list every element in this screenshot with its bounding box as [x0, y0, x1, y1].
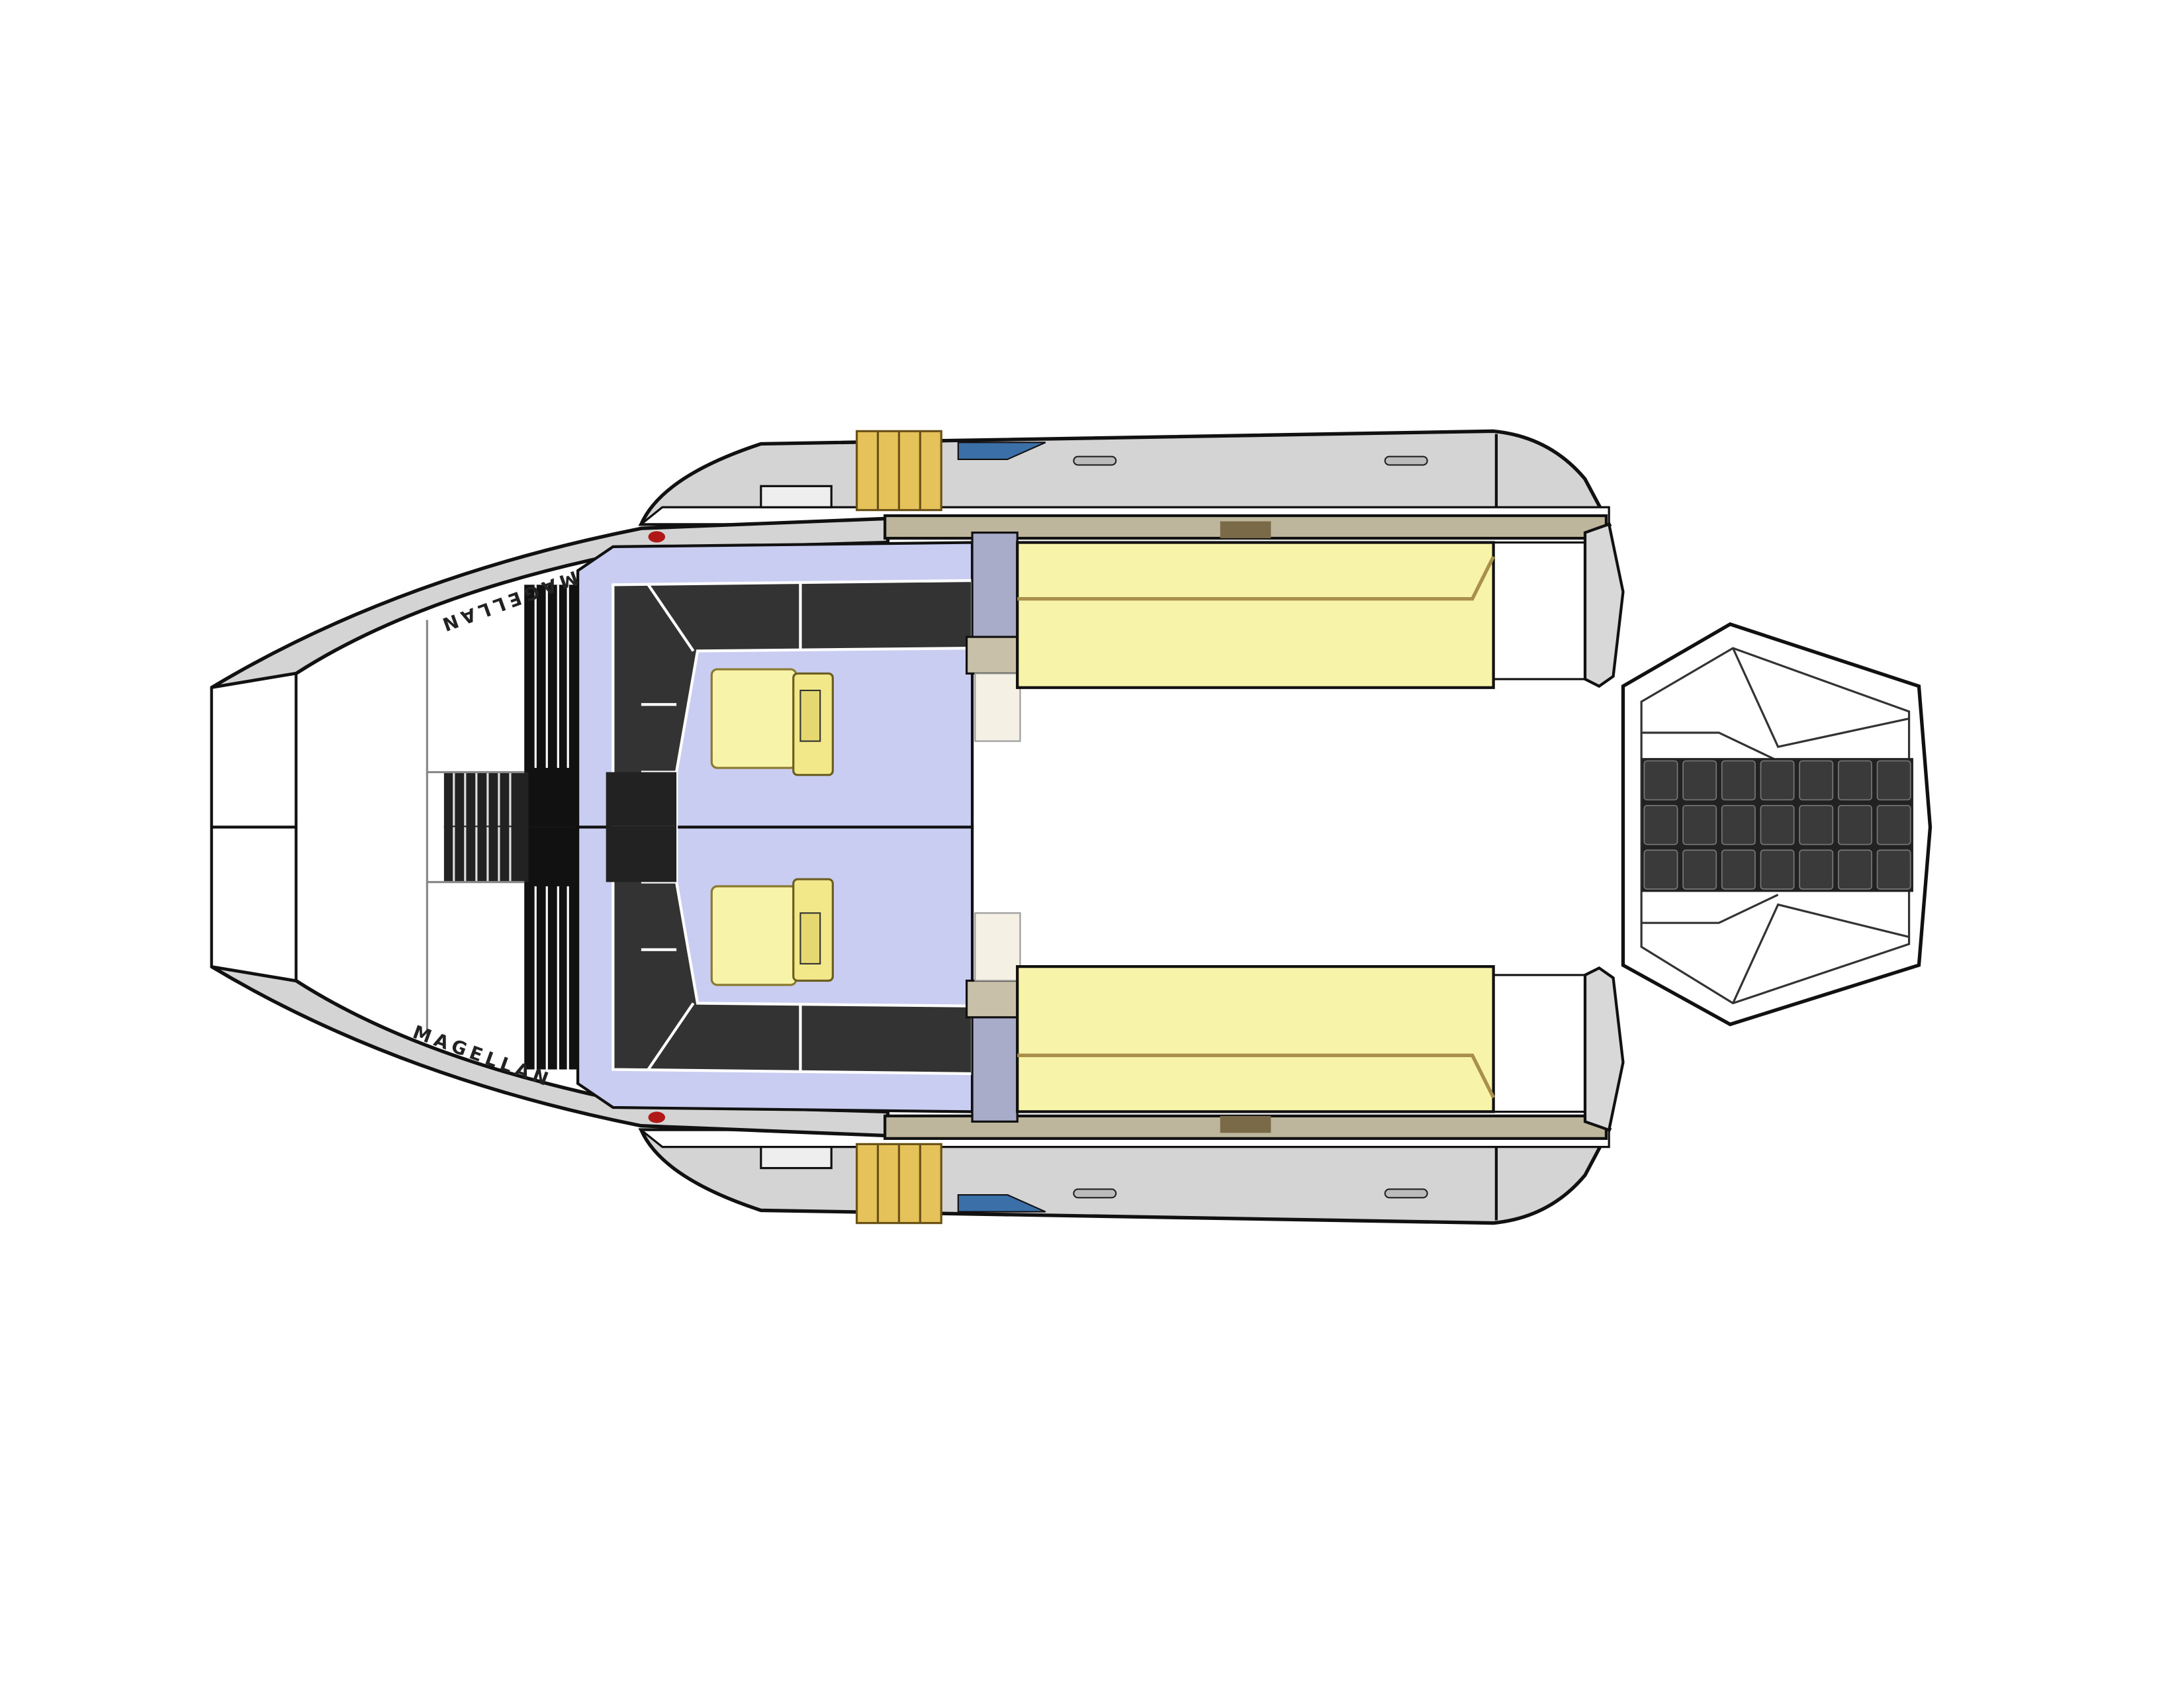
- grid-tile: [1760, 760, 1795, 801]
- grid-tile: [1837, 760, 1872, 801]
- grid-tile: [1799, 849, 1834, 890]
- grid-tile: [1721, 849, 1756, 890]
- grid-tile: [1682, 849, 1717, 890]
- grid-tile: [1876, 804, 1911, 845]
- grid-tile: [1721, 760, 1756, 801]
- grid-tile: [1876, 760, 1911, 801]
- grid-tile: [1837, 804, 1872, 845]
- grid-tile: [1876, 849, 1911, 890]
- grid-tile: [1760, 849, 1795, 890]
- grid-tile: [1760, 804, 1795, 845]
- grid-tile: [1643, 804, 1678, 845]
- floor-grid: [1641, 758, 1913, 892]
- grid-tile: [1643, 849, 1678, 890]
- grid-tile: [1799, 804, 1834, 845]
- grid-tile: [1837, 849, 1872, 890]
- grid-tile: [1799, 760, 1834, 801]
- rear-module: [1621, 622, 1933, 1027]
- grid-tile: [1682, 760, 1717, 801]
- grid-tile: [1721, 804, 1756, 845]
- grid-tile: [1682, 804, 1717, 845]
- upper-half: [212, 431, 1623, 828]
- grid-tile: [1643, 760, 1678, 801]
